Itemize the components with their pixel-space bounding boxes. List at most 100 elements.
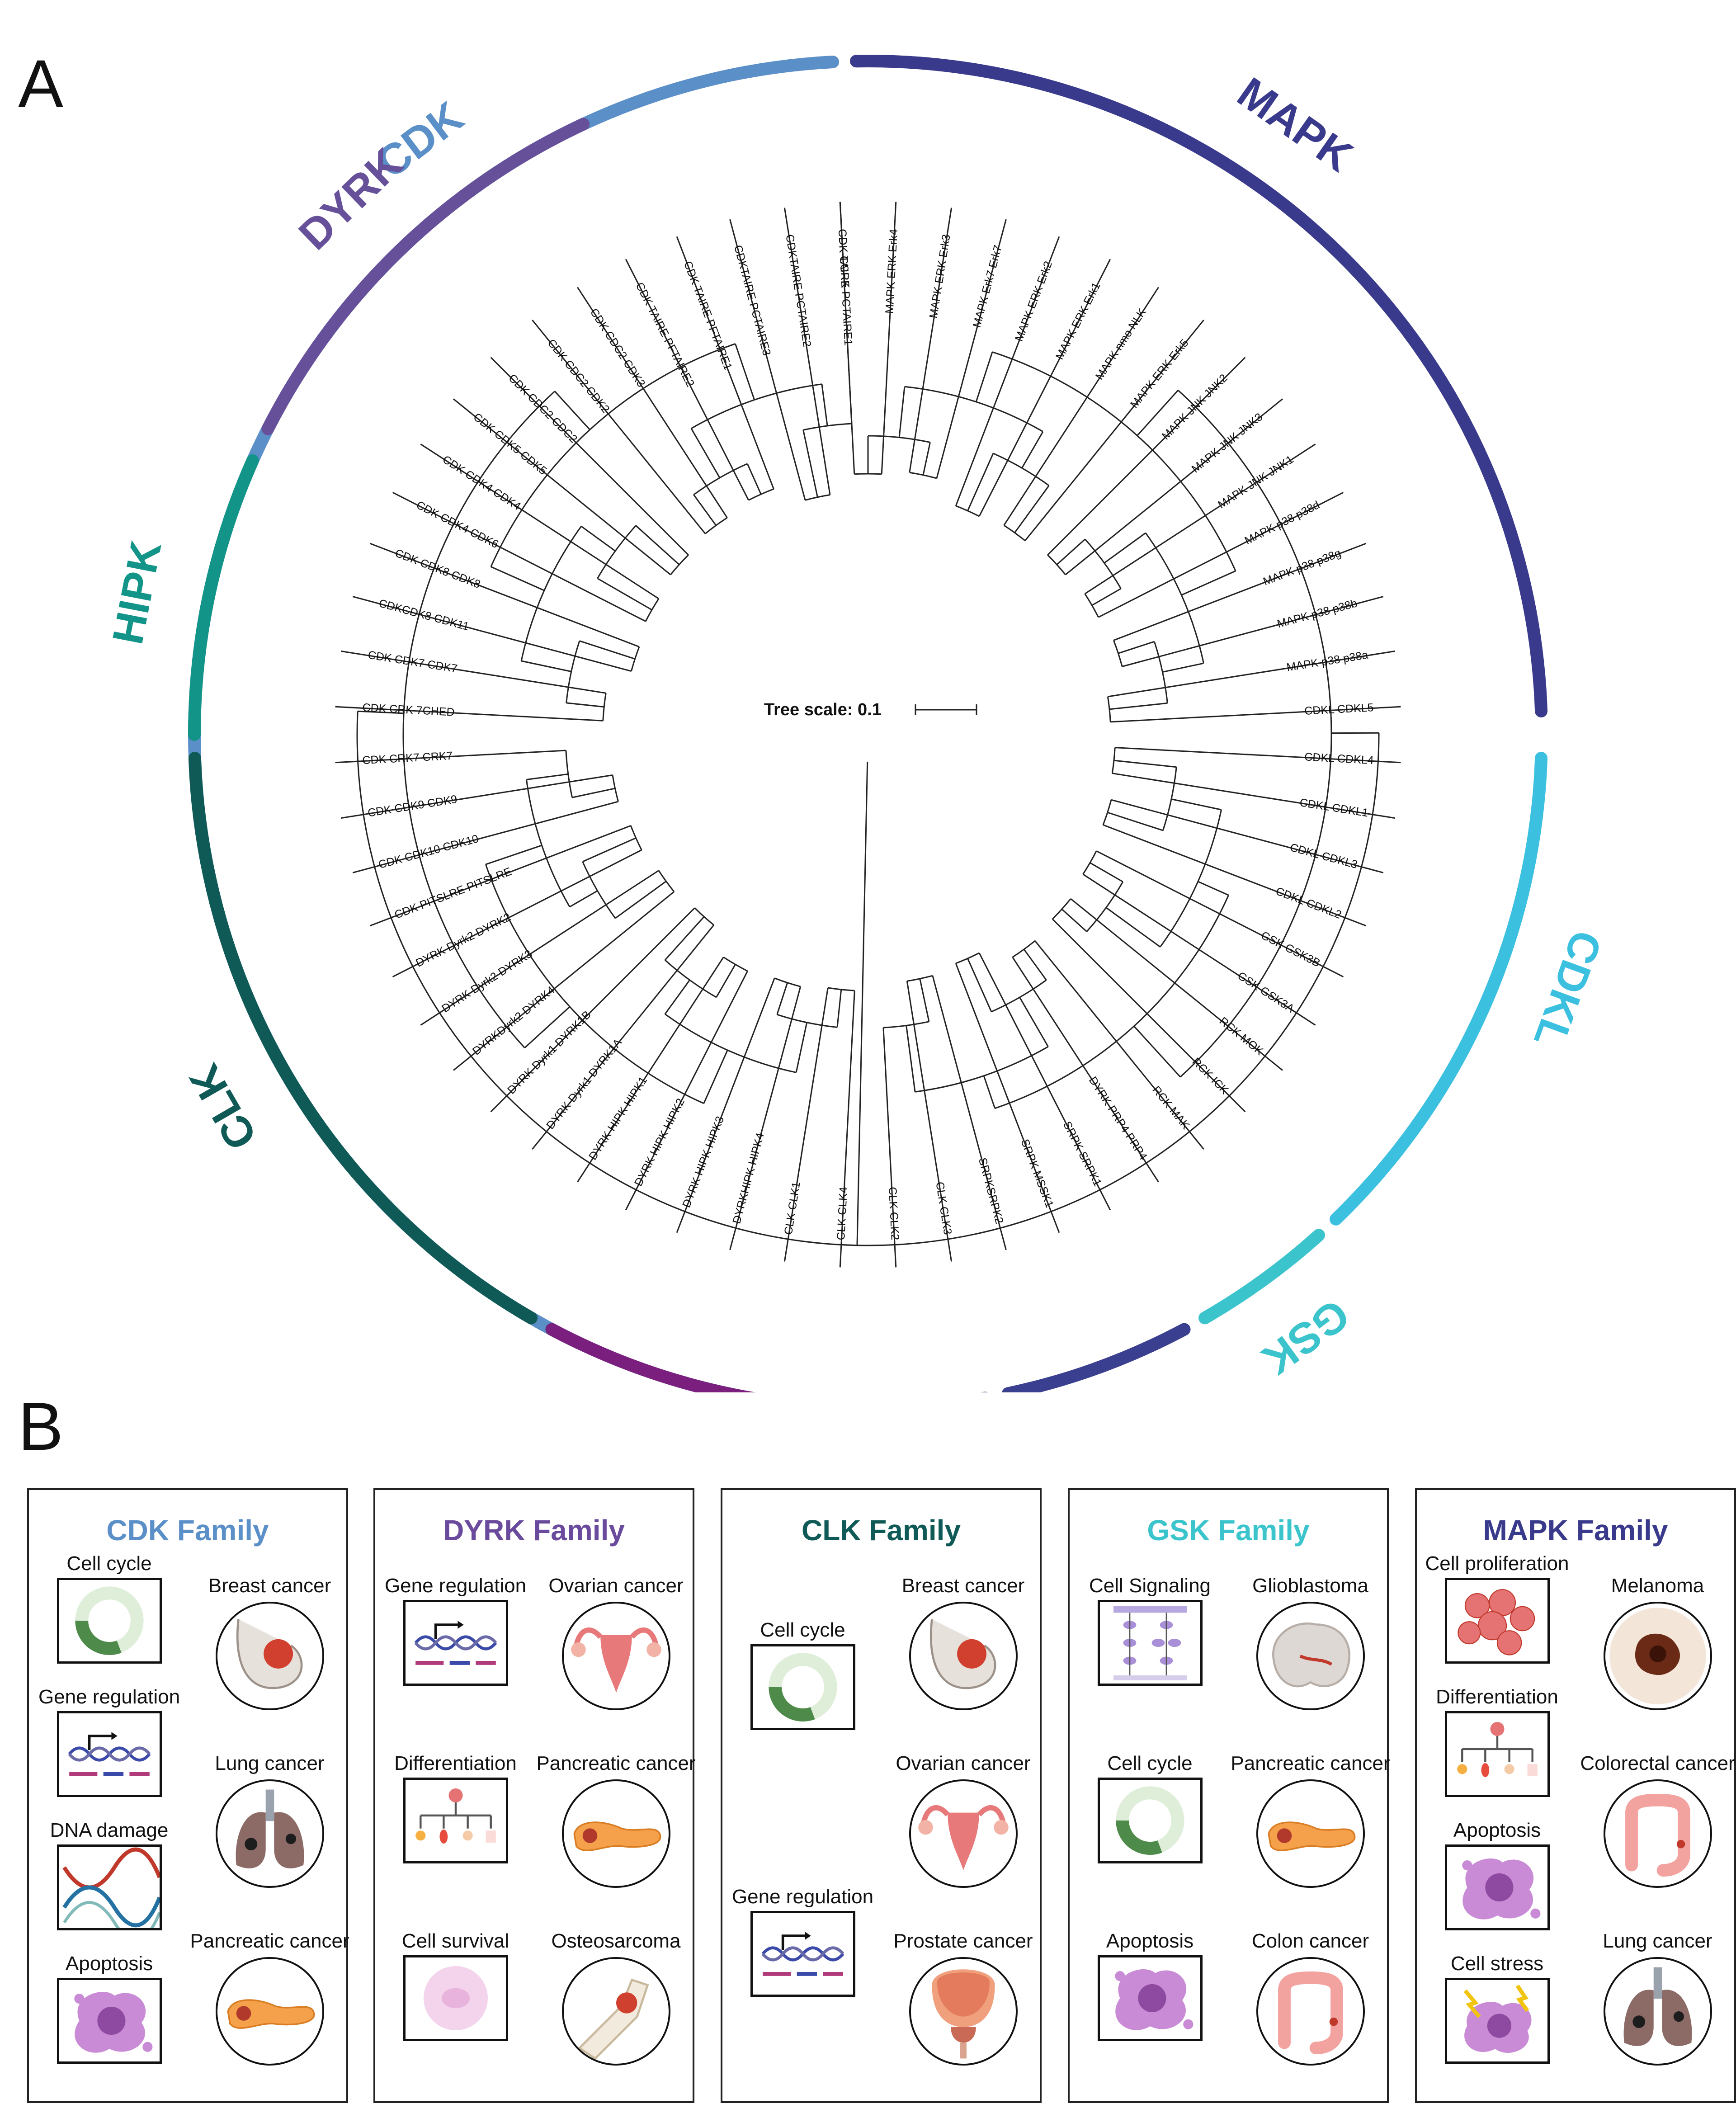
tree-leaf-label: CDKL CDKL3 xyxy=(1289,841,1359,871)
tree-leaf-label: MAPK ERK Erk1 xyxy=(1053,280,1103,362)
tree-branch xyxy=(1145,532,1204,664)
card-item-label: Glioblastoma xyxy=(1252,1574,1368,1597)
tree-branch xyxy=(665,959,717,998)
tree-branch xyxy=(1171,798,1222,811)
card-item: Breast cancer xyxy=(189,1575,350,1710)
tree-leaf-label: MAPK Erk7 Erk7 xyxy=(970,244,1005,329)
breast-icon xyxy=(909,1601,1018,1710)
tree-branch xyxy=(1105,907,1161,948)
apoptosis-icon xyxy=(57,1977,162,2064)
tree-leaf-label: CDK TAIRE PCTAIRE1 xyxy=(836,229,854,346)
tree-branch xyxy=(402,391,556,1048)
colon-icon xyxy=(1603,1779,1712,1888)
tree-branch xyxy=(356,711,1380,1246)
tree-leaf-label: CDKTAIRE PCTAIRE3 xyxy=(731,244,773,357)
card-item: Pancreatic cancer xyxy=(536,1752,696,1888)
card-item: Gene regulation xyxy=(722,1886,883,1997)
card-item: Osteosarcoma xyxy=(536,1930,696,2066)
card-item-label: Differentiation xyxy=(1436,1685,1558,1708)
card-title: DYRK Family xyxy=(443,1514,625,1547)
tree-branch xyxy=(566,702,604,708)
tree-branch xyxy=(577,957,724,1183)
card-item-label: Pancreatic cancer xyxy=(190,1930,349,1953)
tree-branch xyxy=(883,1021,929,1028)
tree-branch xyxy=(1056,538,1086,566)
tree-leaf-label: DYRK HIPK HIPK2 xyxy=(632,1096,687,1188)
tree-branch xyxy=(690,428,721,478)
cell-cycle-icon xyxy=(750,1644,855,1730)
tree-branch xyxy=(906,1025,916,1092)
tree-leaf-label: CDK CDK7 CDK7 xyxy=(367,649,458,675)
tree-branch xyxy=(664,916,705,961)
tree-branch xyxy=(783,987,829,1262)
tree-leaf-label: CDKL CDKL4 xyxy=(1304,750,1374,767)
tree-branch xyxy=(1065,398,1283,575)
card-item: Apoptosis xyxy=(29,1953,189,2064)
tree-branch xyxy=(839,990,855,1268)
tree-branch xyxy=(1102,799,1112,825)
tree-branch xyxy=(1024,320,1204,541)
tree-branch xyxy=(1104,532,1146,564)
family-arc xyxy=(188,56,840,1392)
tree-branch xyxy=(1012,957,1159,1183)
card-item: Pancreatic cancer xyxy=(1230,1752,1391,1888)
tree-branch xyxy=(693,494,717,526)
card-item-label: Pancreatic cancer xyxy=(1231,1752,1390,1774)
panel-a-label: A xyxy=(18,46,64,122)
brain-icon xyxy=(1256,1601,1365,1710)
tree-branch xyxy=(1162,767,1177,831)
tree-branch xyxy=(1084,538,1122,589)
tree-leaf-label: CDK CDK9 CDK9 xyxy=(367,793,458,820)
tree-branch xyxy=(936,219,1007,479)
tree-leaf-label: MAPK p38 p38g xyxy=(1261,547,1343,588)
tree-leaf-label: CDK CDK4 CDK6 xyxy=(414,499,500,551)
tree-branch xyxy=(735,343,755,400)
tree-leaf-label: DYRK HIPK HIPK1 xyxy=(586,1074,650,1162)
card-item: Breast cancer xyxy=(883,1575,1043,1710)
tree-leaf-label: CDKTAIRE PCTAIRE2 xyxy=(783,233,813,348)
pancreas-icon xyxy=(561,1779,670,1888)
tree-leaf-label: MAPK ERK Erk4 xyxy=(883,229,900,314)
tree-branch xyxy=(1034,940,1204,1150)
card-item-label: Cell stress xyxy=(1450,1952,1544,1975)
tree-branch xyxy=(904,386,1043,432)
tree-branch xyxy=(392,849,642,978)
card-item-label: Ovarian cancer xyxy=(548,1574,684,1597)
cell-cycle-icon xyxy=(1097,1778,1203,1863)
card-title: GSK Family xyxy=(1147,1514,1310,1547)
card-item-label: Melanoma xyxy=(1611,1574,1704,1597)
card-title: CLK Family xyxy=(801,1514,961,1547)
tree-branch xyxy=(1110,706,1401,723)
tree-branch xyxy=(774,977,801,987)
tree-branch xyxy=(341,650,606,694)
card-item-label: Cell cycle xyxy=(760,1619,845,1641)
family-label: GSK xyxy=(1254,1290,1358,1384)
tree-branch xyxy=(420,443,659,599)
tree-branch xyxy=(729,986,802,1250)
tree-branch xyxy=(716,964,736,998)
card-item: Cell cycle xyxy=(1070,1752,1230,1863)
tree-branch xyxy=(1003,287,1159,526)
tree-branch xyxy=(615,881,667,919)
tree-leaf-label: CDKL CDKL2 xyxy=(1274,885,1343,921)
tree-branch xyxy=(955,963,1060,1233)
card-item: Colorectal cancer xyxy=(1577,1752,1736,1888)
tree-branch xyxy=(369,542,640,648)
card-item: Prostate cancer xyxy=(883,1930,1043,2066)
tree-leaf-label: GSK GSK3A xyxy=(1235,969,1297,1015)
tree-branch xyxy=(1113,542,1367,641)
gene-regulation-icon xyxy=(403,1599,508,1686)
tree-branch xyxy=(1070,898,1283,1071)
tree-branch xyxy=(1160,809,1222,948)
card-item-label: Gene regulation xyxy=(731,1886,874,1908)
cell-stress-icon xyxy=(1444,1977,1550,2064)
tree-leaf-label: CDK CDK8 CDK8 xyxy=(393,547,482,591)
tree-branch xyxy=(795,1022,808,1073)
tree-leaf-label: DYRKHIPK HIPK4 xyxy=(730,1132,767,1225)
tree-branch xyxy=(453,398,671,575)
tree-branch xyxy=(991,979,1047,1013)
tree-branch xyxy=(491,566,545,591)
